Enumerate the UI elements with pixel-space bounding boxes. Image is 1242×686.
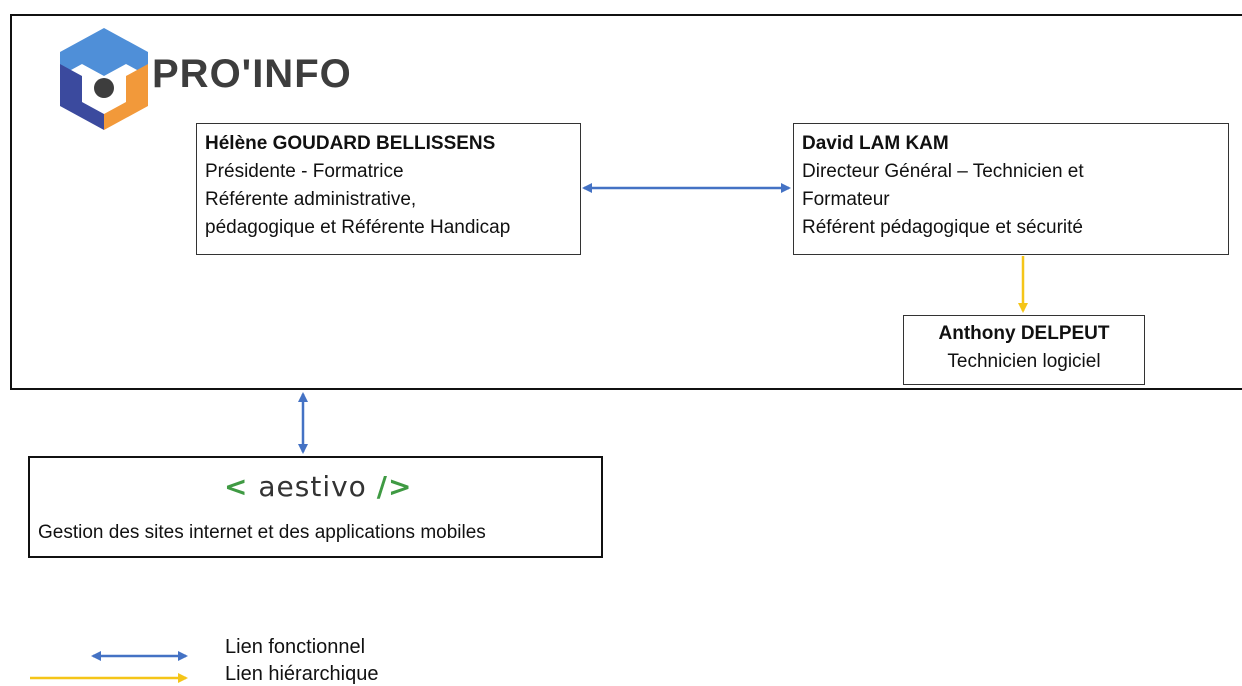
aestivo-logo-word: aestivo: [258, 470, 367, 503]
person-role: pédagogique et Référente Handicap: [205, 217, 511, 238]
aestivo-logo-open: <: [224, 470, 249, 503]
person-role: Référente administrative,: [205, 189, 417, 210]
person-role: Présidente - Formatrice: [205, 161, 404, 182]
aestivo-description: Gestion des sites internet et des applic…: [38, 522, 486, 543]
person-role: Formateur: [802, 189, 890, 210]
person-box-david: David LAM KAM Directeur Général – Techni…: [793, 123, 1229, 255]
organization-frame: [10, 14, 1242, 390]
proinfo-logo-icon: [60, 28, 148, 130]
aestivo-logo-close: />: [376, 470, 413, 503]
legend-hierarchical-label: Lien hiérarchique: [225, 663, 379, 685]
aestivo-logo: < aestivo />: [224, 470, 412, 503]
person-role: Directeur Général – Technicien et: [802, 161, 1084, 182]
person-role: Technicien logiciel: [947, 351, 1101, 372]
brand-name: PRO'INFO: [152, 52, 352, 96]
person-box-helene: Hélène GOUDARD BELLISSENS Présidente - F…: [196, 123, 581, 255]
person-name: Anthony DELPEUT: [938, 323, 1110, 344]
aestivo-box: < aestivo /> Gestion des sites internet …: [28, 456, 603, 558]
person-name: Hélène GOUDARD BELLISSENS: [205, 133, 496, 154]
person-box-anthony: Anthony DELPEUT Technicien logiciel: [903, 315, 1145, 385]
person-role: Référent pédagogique et sécurité: [802, 217, 1083, 238]
person-name: David LAM KAM: [802, 133, 949, 154]
legend-functional-label: Lien fonctionnel: [225, 636, 366, 658]
